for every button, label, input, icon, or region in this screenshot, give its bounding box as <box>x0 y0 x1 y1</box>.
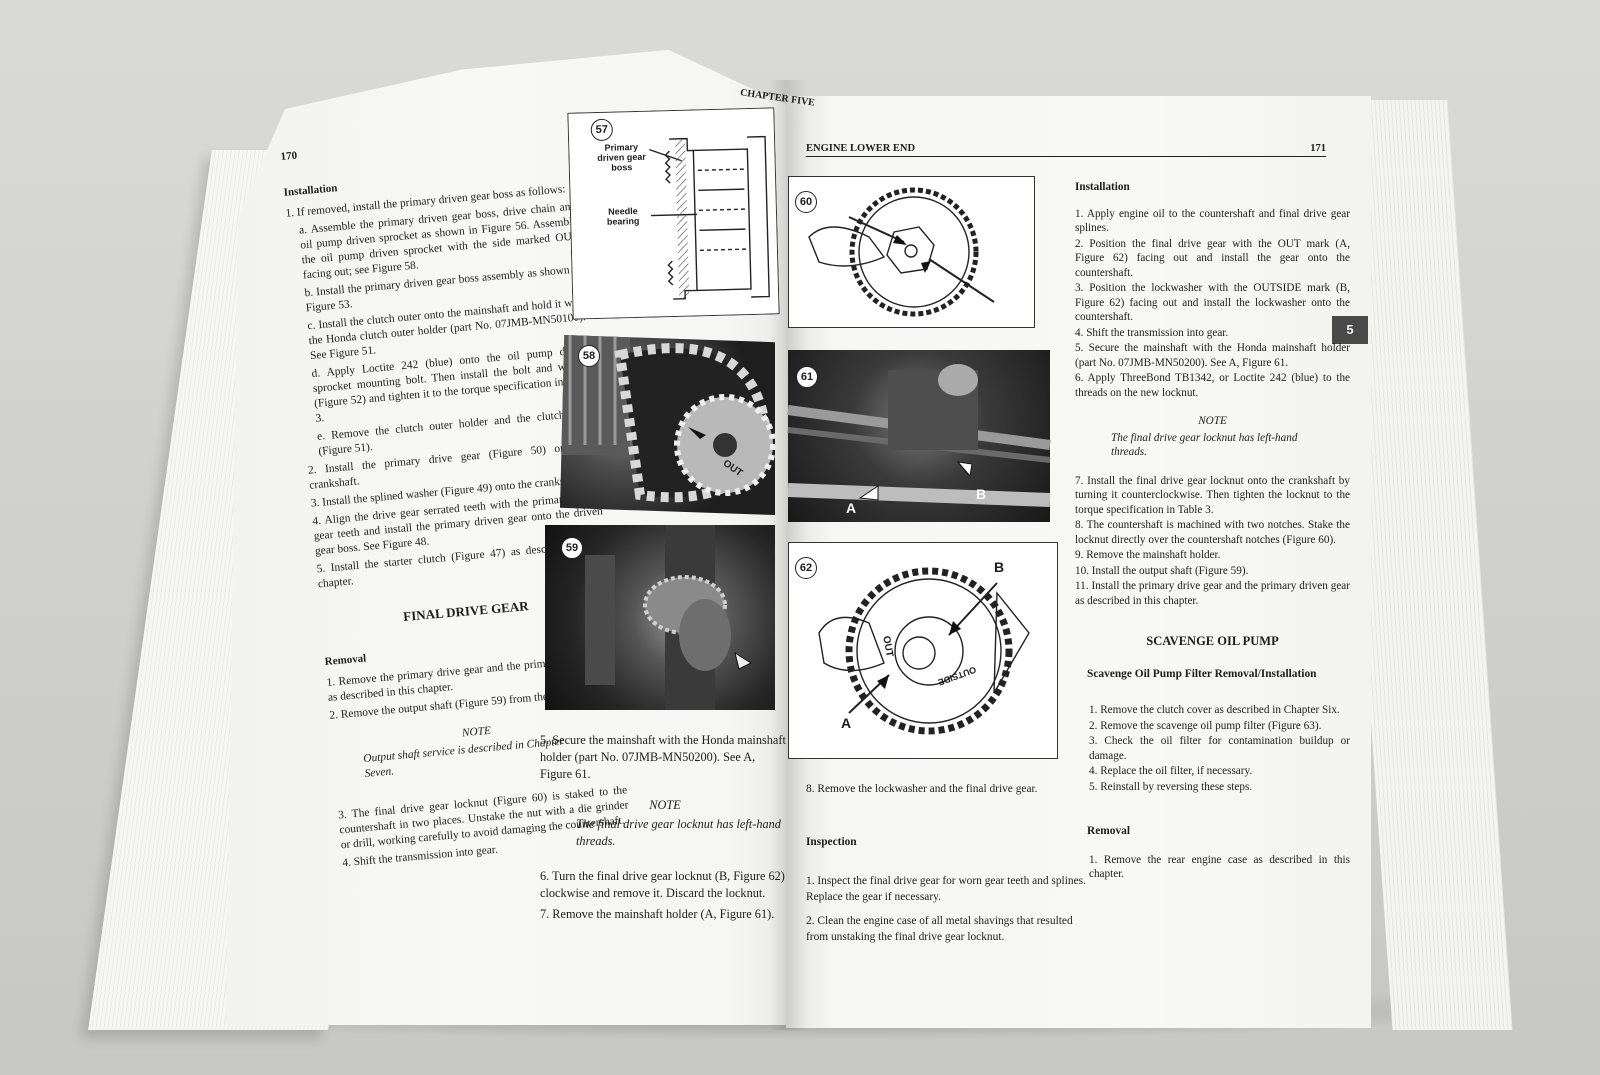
right-page-column: Installation 1. Apply engine oil to the … <box>1075 180 1350 883</box>
step-text: 9. Remove the mainshaft holder. <box>1075 549 1221 561</box>
right-page-header: ENGINE LOWER END 171 <box>806 140 1326 157</box>
scavenge-oil-pump-heading: SCAVENGE OIL PUMP <box>1146 634 1279 648</box>
chapter-tab: 5 <box>1332 316 1368 344</box>
figure-number: 59 <box>561 537 583 559</box>
step-text: 10. Install the output shaft (Figure 59)… <box>1075 564 1249 577</box>
gear-boss-drawing <box>568 108 778 318</box>
figure-number: 58 <box>578 345 600 367</box>
sprocket-chain-image <box>560 335 775 503</box>
step-text: 3. Position the lockwasher with the OUTS… <box>1075 282 1350 323</box>
callout-a: A <box>846 500 857 516</box>
inspection-heading-text: Inspection <box>806 836 857 848</box>
inspection-heading: Inspection <box>806 834 1096 850</box>
figure-59-photo: 59 <box>545 525 775 710</box>
step-text: 2. Remove the scavenge oil pump filter (… <box>1089 719 1322 732</box>
step-text: 6. Turn the final drive gear locknut (B,… <box>540 869 785 900</box>
filter-heading: Scavenge Oil Pump Filter Removal/Install… <box>1087 667 1317 680</box>
callout-b: B <box>976 486 987 502</box>
step-text: 11. Install the primary drive gear and t… <box>1075 580 1350 607</box>
step-text: 2. Clean the engine case of all metal sh… <box>806 915 1073 943</box>
step-text: 1. Inspect the final drive gear for worn… <box>806 875 1086 903</box>
note-heading: NOTE <box>1198 415 1227 427</box>
callout-b: B <box>994 559 1005 575</box>
step-text: 7. Remove the mainshaft holder (A, Figur… <box>540 907 775 921</box>
left-page-column-2: 5. Secure the mainshaft with the Honda m… <box>540 732 790 927</box>
step-text: 8. Remove the lockwasher and the final d… <box>806 783 1038 795</box>
running-head: ENGINE LOWER END <box>806 143 916 154</box>
removal-heading: Removal <box>1087 825 1131 837</box>
step-text: 8. The countershaft is machined with two… <box>1075 519 1350 546</box>
step-text: 6. Apply ThreeBond TB1342, or Loctite 24… <box>1075 372 1350 399</box>
step-text: 1. Remove the clutch cover as described … <box>1089 704 1340 716</box>
step-text: 4. Replace the oil filter, if necessary. <box>1089 765 1253 777</box>
inspection-steps: 1. Inspect the final drive gear for worn… <box>806 873 1096 945</box>
left-page-number: 170 <box>280 149 298 163</box>
installation-heading: Installation <box>1075 181 1130 193</box>
engine-output-shaft-image <box>585 525 753 710</box>
figure-61-photo: 61 A B <box>787 350 1051 522</box>
note-body: The final drive gear locknut has left-ha… <box>1111 431 1298 459</box>
note-heading: NOTE <box>649 798 681 812</box>
figure-58-photo: 58 OUT <box>560 335 775 515</box>
step-text: 3. Check the oil filter for contaminatio… <box>1089 735 1350 762</box>
step-text: 4. Shift the transmission into gear. <box>1075 326 1229 339</box>
step-text: 5. Reinstall by reversing these steps. <box>1089 780 1253 793</box>
figure-60: 60 <box>788 176 1035 328</box>
figure-62: 62 OUT OUTSIDE B A <box>788 542 1058 759</box>
step-text: 7. Install the final drive gear locknut … <box>1075 474 1350 516</box>
final-drive-gear-drawing <box>818 567 1030 735</box>
note-body: The final drive gear locknut has left-ha… <box>576 817 781 848</box>
step-text: 5. Secure the mainshaft with the Honda m… <box>1075 342 1350 369</box>
right-page-middle-text: 8. Remove the lockwasher and the final d… <box>806 781 1096 797</box>
locknut-drawing <box>808 187 995 317</box>
figure-number: 61 <box>796 366 818 388</box>
step-text: 2. Position the final drive gear with th… <box>1075 237 1350 279</box>
mainshaft-holder-image <box>787 364 1051 507</box>
step-text: 1. Apply engine oil to the countershaft … <box>1075 207 1350 235</box>
figure-number: 60 <box>795 191 817 213</box>
figure-number: 62 <box>795 557 817 579</box>
right-page-number: 171 <box>1310 143 1326 154</box>
callout-a: A <box>841 715 852 731</box>
step-text: 1. Remove the rear engine case as descri… <box>1089 853 1350 881</box>
figure-57: 57 Primary driven gear boss Needle beari… <box>567 107 779 319</box>
step-text: 5. Secure the mainshaft with the Honda m… <box>540 733 786 781</box>
